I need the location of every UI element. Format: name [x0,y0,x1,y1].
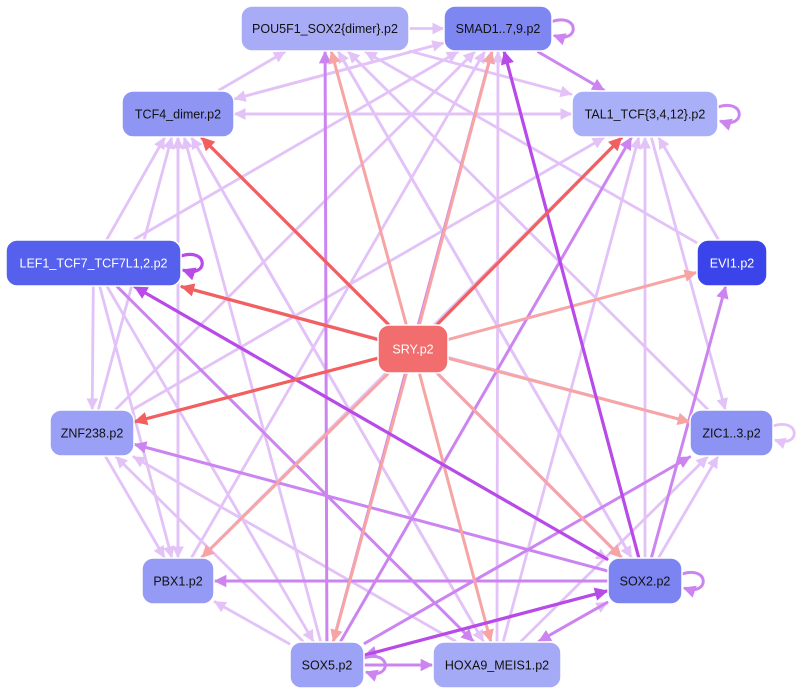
self-loop-sox5 [363,654,387,682]
node-zic[interactable]: ZIC1..3.p2 [689,409,774,457]
edge-sry-to-tcf4 [200,136,390,326]
node-label-hoxa9: HOXA9_MEIS1.p2 [445,659,549,673]
node-box-znf238 [49,409,135,457]
node-box-smad [443,5,553,52]
node-label-tcf4: TCF4_dimer.p2 [135,108,221,122]
edge-pou5f1-to-tal1 [408,49,573,98]
node-box-tal1 [571,90,719,138]
edge-sry-to-sox2 [436,372,623,559]
node-label-pbx1: PBX1.p2 [153,575,202,589]
self-loop-sox2 [681,570,705,598]
node-label-sox5: SOX5.p2 [302,659,353,673]
self-loop-tal1 [717,103,741,131]
edge-sry-to-zic [447,357,691,425]
node-box-evi1 [696,239,768,287]
edge-sox5-to-pbx1 [213,600,291,645]
nodes-layer: POU5F1_SOX2{dimer}.p2 SMAD1..7,9.p2TCF4_d… [5,5,774,689]
edge-sox5-to-zic [363,455,692,645]
edge-sox2-to-hoxa9 [537,601,609,643]
node-sry[interactable]: SRY.p2 [377,324,449,374]
node-box-sox2 [607,557,683,605]
edge-pou5f1-to-sox2 [337,50,633,559]
edge-smad-to-tcf4 [233,41,445,102]
node-box-zic [689,409,774,457]
edge-sox2-to-lef1 [133,285,609,561]
node-label-smad: SMAD1..7,9.p2 [456,22,541,36]
edge-sry-to-tal1 [436,136,623,326]
self-loop-zic [772,423,796,450]
node-box-lef1 [5,239,182,287]
edge-sox5-to-sox2 [363,587,609,657]
node-label-sry: SRY.p2 [392,343,433,357]
node-label-lef1: LEF1_TCF7_TCF7L1,2.p2 [20,257,168,271]
edge-sry-to-smad [418,50,495,326]
node-znf238[interactable]: ZNF238.p2 [49,409,135,457]
edge-sox5-to-pou5f1 [318,50,332,643]
edge-sry-to-hoxa9 [418,372,494,643]
edge-sry-to-pbx1 [200,372,390,559]
node-box-pou5f1 [240,5,410,52]
node-sox2[interactable]: SOX2.p2 [607,557,683,605]
node-pou5f1[interactable]: POU5F1_SOX2{dimer}.p2 [240,5,410,52]
node-label-tal1: TAL1_TCF{3,4,12}.p2 [585,108,706,122]
edge-hoxa9-to-smad [492,50,504,643]
edge-znf238-to-pbx1 [104,455,166,559]
edge-hoxa9-to-tcf4 [190,136,485,643]
node-label-znf238: ZNF238.p2 [61,427,124,441]
edge-hoxa9-to-znf238 [132,455,457,643]
node-evi1[interactable]: EVI1.p2 [696,239,768,287]
node-smad[interactable]: SMAD1..7,9.p2 [443,5,553,52]
node-label-evi1: EVI1.p2 [710,257,755,271]
edge-lef1-to-znf238 [86,285,99,411]
node-box-sry [377,324,449,374]
self-loop-smad [551,18,575,46]
edge-sry-to-znf238 [133,356,379,426]
edge-pbx1-to-smad [190,50,486,559]
node-box-pbx1 [141,557,215,605]
node-tal1[interactable]: TAL1_TCF{3,4,12}.p2 [571,90,719,138]
edge-lef1-to-tcf4 [105,136,166,241]
node-sox5[interactable]: SOX5.p2 [289,641,365,689]
edge-znf238-to-tal1 [132,136,605,411]
node-lef1[interactable]: LEF1_TCF7_TCF7L1,2.p2 [5,239,182,287]
edge-sry-to-pou5f1 [328,50,408,326]
node-label-sox2: SOX2.p2 [620,575,671,589]
edge-tcf4-to-pou5f1 [217,50,287,92]
edge-lef1-to-smad [133,50,459,241]
edge-sry-to-sox5 [330,372,408,643]
edge-sox2-to-smad [500,50,641,559]
node-tcf4[interactable]: TCF4_dimer.p2 [121,90,235,138]
node-box-tcf4 [121,90,235,138]
node-label-pou5f1: POU5F1_SOX2{dimer}.p2 [252,22,398,36]
edge-sox2-to-zic [657,455,719,559]
node-label-zic: ZIC1..3.p2 [702,427,760,441]
node-box-sox5 [289,641,365,689]
node-box-hoxa9 [432,641,562,689]
edge-smad-to-tal1 [536,50,606,92]
edge-evi1-to-tal1 [657,136,720,241]
self-loop-lef1 [180,252,204,281]
node-pbx1[interactable]: PBX1.p2 [141,557,215,605]
edge-sry-to-lef1 [180,283,379,341]
node-hoxa9[interactable]: HOXA9_MEIS1.p2 [432,641,562,689]
